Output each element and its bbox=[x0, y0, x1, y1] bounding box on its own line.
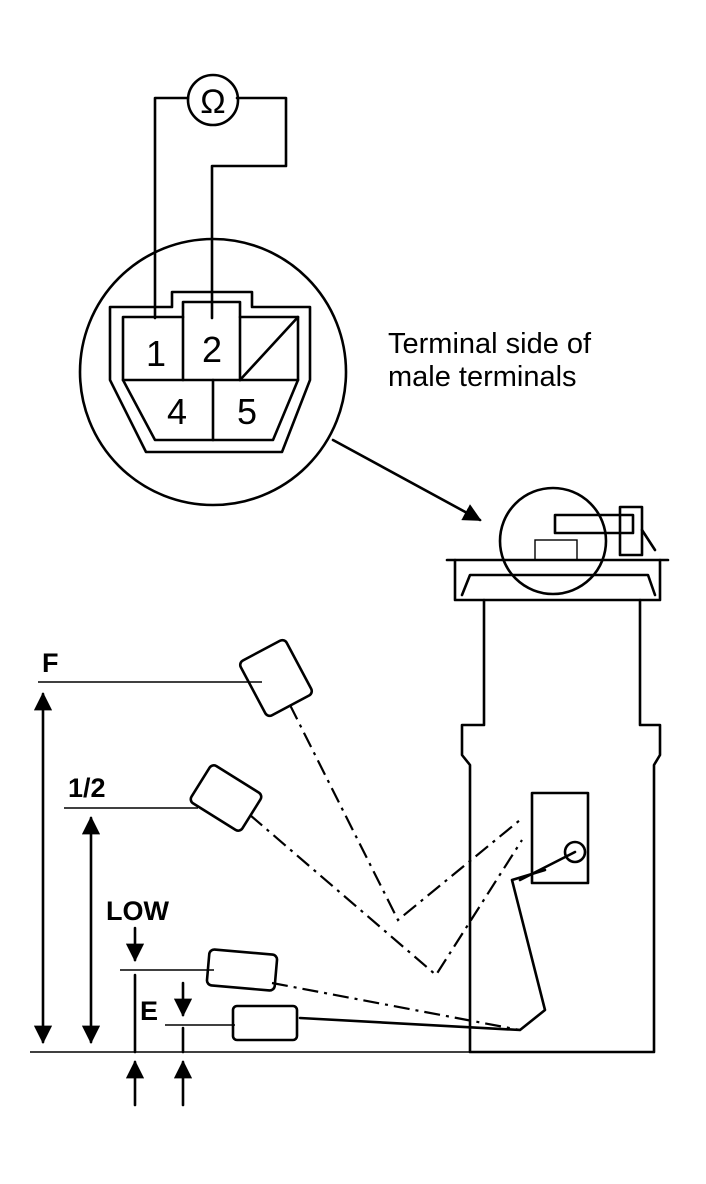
terminal-4-label: 4 bbox=[167, 391, 187, 432]
level-label-full: F bbox=[42, 648, 59, 678]
float-full bbox=[238, 638, 314, 718]
ohm-symbol: Ω bbox=[200, 83, 225, 121]
connector-location-circle bbox=[498, 486, 608, 596]
float-half bbox=[189, 764, 263, 832]
float-positions bbox=[189, 638, 523, 1042]
level-lines bbox=[30, 681, 470, 1053]
terminal-2-label: 2 bbox=[202, 329, 222, 370]
connector-magnified-view: 1 2 4 5 bbox=[78, 237, 348, 507]
caption-line-1: Terminal side of bbox=[388, 328, 592, 360]
pointer-arrow bbox=[331, 438, 482, 522]
fuel-sending-unit bbox=[298, 486, 670, 1054]
level-label-empty: E bbox=[140, 996, 158, 1026]
float-empty bbox=[231, 1004, 299, 1042]
caption-line-2: male terminals bbox=[388, 361, 577, 393]
terminal-1-label: 1 bbox=[146, 333, 166, 374]
terminal-5-label: 5 bbox=[237, 391, 257, 432]
ohmmeter-circuit: Ω bbox=[153, 73, 288, 320]
level-label-low: LOW bbox=[106, 896, 169, 926]
level-label-half: 1/2 bbox=[68, 773, 106, 803]
float-low bbox=[205, 948, 279, 992]
level-dimension-arrows bbox=[33, 692, 193, 1107]
magnifier-circle bbox=[78, 237, 348, 507]
ohmmeter-icon bbox=[186, 73, 240, 127]
